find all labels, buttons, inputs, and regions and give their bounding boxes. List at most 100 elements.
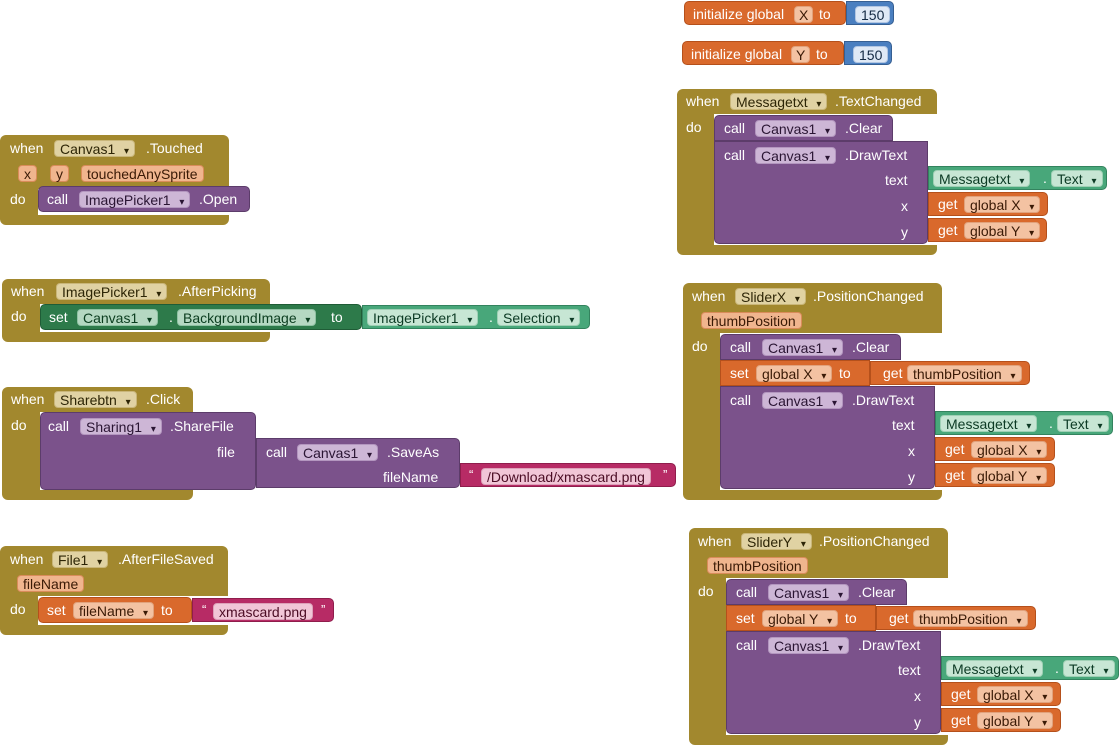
property-dropdown[interactable]: Text bbox=[1051, 170, 1103, 187]
set-global-x-block[interactable]: set global X to bbox=[720, 360, 870, 386]
get-global-y-block[interactable]: get global Y bbox=[928, 218, 1047, 242]
event-param-touched-any-sprite[interactable]: touchedAnySprite bbox=[81, 165, 204, 182]
number-field[interactable]: 150 bbox=[853, 46, 889, 63]
text-block[interactable]: “ /Download/xmascard.png ” bbox=[460, 463, 676, 487]
number-block[interactable]: 150 bbox=[844, 41, 892, 65]
component-dropdown[interactable]: ImagePicker1 bbox=[79, 191, 191, 208]
init-global-x-block[interactable]: initialize global X to bbox=[684, 1, 846, 25]
get-global-y-block[interactable]: get global Y bbox=[941, 708, 1061, 732]
event-slidery-positionchanged[interactable]: when SliderY .PositionChanged thumbPosit… bbox=[689, 528, 948, 578]
set-label: set bbox=[736, 610, 755, 626]
do-label: do bbox=[11, 308, 27, 324]
variable-dropdown[interactable]: thumbPosition bbox=[907, 365, 1022, 382]
variable-dropdown[interactable]: global Y bbox=[762, 610, 839, 627]
imagepicker-selection-getter[interactable]: ImagePicker1 . Selection bbox=[362, 305, 590, 329]
component-dropdown[interactable]: Canvas1 bbox=[768, 637, 850, 654]
event-footer bbox=[0, 215, 229, 225]
variable-dropdown[interactable]: global X bbox=[977, 686, 1054, 703]
get-global-x-block[interactable]: get global X bbox=[941, 682, 1061, 706]
property-dropdown[interactable]: Selection bbox=[497, 309, 581, 326]
call-canvas-clear-block[interactable]: call Canvas1 .Clear bbox=[720, 334, 901, 360]
component-dropdown[interactable]: Canvas1 bbox=[755, 147, 837, 164]
component-dropdown[interactable]: Canvas1 bbox=[768, 584, 850, 601]
when-label: when bbox=[11, 391, 45, 407]
property-dropdown[interactable]: Text bbox=[1057, 415, 1109, 432]
event-do-rail bbox=[0, 189, 38, 215]
call-sharing-sharefile-block[interactable]: call Sharing1 .ShareFile file bbox=[40, 412, 256, 490]
event-param-thumbposition[interactable]: thumbPosition bbox=[701, 312, 802, 329]
call-imagepicker-open-block[interactable]: call ImagePicker1 .Open bbox=[38, 186, 250, 212]
when-label: when bbox=[686, 93, 720, 109]
number-block[interactable]: 150 bbox=[846, 1, 894, 25]
component-dropdown[interactable]: Canvas1 bbox=[77, 309, 159, 326]
get-global-x-block[interactable]: get global X bbox=[928, 192, 1048, 216]
component-dropdown[interactable]: Canvas1 bbox=[762, 339, 844, 356]
number-field[interactable]: 150 bbox=[855, 6, 891, 23]
component-dropdown[interactable]: SliderY bbox=[741, 533, 812, 550]
set-canvas-backgroundimage-block[interactable]: set Canvas1 . BackgroundImage to bbox=[40, 304, 362, 330]
do-label: do bbox=[10, 191, 26, 207]
call-label: call bbox=[736, 637, 758, 653]
component-dropdown[interactable]: ImagePicker1 bbox=[367, 309, 479, 326]
component-dropdown[interactable]: Canvas1 bbox=[54, 140, 136, 157]
text-field[interactable]: xmascard.png bbox=[213, 603, 313, 620]
get-global-y-block[interactable]: get global Y bbox=[935, 463, 1055, 487]
get-thumbposition-block[interactable]: get thumbPosition bbox=[876, 606, 1036, 630]
component-dropdown[interactable]: Messagetxt bbox=[946, 660, 1044, 677]
variable-dropdown[interactable]: global X bbox=[971, 441, 1048, 458]
property-dropdown[interactable]: BackgroundImage bbox=[177, 309, 317, 326]
text-field[interactable]: /Download/xmascard.png bbox=[481, 468, 651, 485]
call-canvas-clear-block[interactable]: call Canvas1 .Clear bbox=[714, 115, 893, 141]
component-dropdown[interactable]: Sharing1 bbox=[80, 418, 162, 435]
variable-dropdown[interactable]: global Y bbox=[971, 467, 1048, 484]
variable-dropdown[interactable]: fileName bbox=[73, 602, 155, 619]
global-var-name-field[interactable]: X bbox=[794, 6, 814, 23]
messagetxt-text-getter[interactable]: Messagetxt . Text bbox=[928, 166, 1107, 190]
property-dropdown[interactable]: Text bbox=[1063, 660, 1115, 677]
event-param-x[interactable]: x bbox=[18, 165, 37, 182]
component-dropdown[interactable]: Messagetxt bbox=[730, 93, 828, 110]
event-param-thumbposition[interactable]: thumbPosition bbox=[707, 557, 808, 574]
event-messagetxt-textchanged[interactable]: when Messagetxt .TextChanged bbox=[677, 89, 937, 114]
component-dropdown[interactable]: Messagetxt bbox=[940, 415, 1038, 432]
component-dropdown[interactable]: File1 bbox=[52, 551, 109, 568]
component-dropdown[interactable]: SliderX bbox=[735, 288, 806, 305]
get-thumbposition-block[interactable]: get thumbPosition bbox=[870, 361, 1030, 385]
component-dropdown[interactable]: Sharebtn bbox=[54, 391, 137, 408]
dot-separator: . bbox=[1043, 170, 1047, 186]
variable-dropdown[interactable]: global Y bbox=[964, 222, 1041, 239]
variable-dropdown[interactable]: global Y bbox=[977, 712, 1054, 729]
component-dropdown[interactable]: Canvas1 bbox=[297, 444, 379, 461]
get-global-x-block[interactable]: get global X bbox=[935, 437, 1055, 461]
event-imagepicker-afterpicking[interactable]: when ImagePicker1 .AfterPicking bbox=[2, 279, 270, 304]
call-canvas-drawtext-block[interactable]: call Canvas1 .DrawText text x y bbox=[720, 386, 935, 489]
component-dropdown[interactable]: Messagetxt bbox=[933, 170, 1031, 187]
variable-dropdown[interactable]: thumbPosition bbox=[913, 610, 1028, 627]
event-sliderx-positionchanged[interactable]: when SliderX .PositionChanged thumbPosit… bbox=[683, 283, 942, 333]
variable-dropdown[interactable]: global X bbox=[756, 365, 833, 382]
event-canvas-touched[interactable]: when Canvas1 .Touched x y touchedAnySpri… bbox=[0, 135, 229, 189]
text-block[interactable]: “ xmascard.png ” bbox=[192, 598, 334, 622]
variable-dropdown[interactable]: global X bbox=[964, 196, 1041, 213]
set-label: set bbox=[49, 309, 68, 325]
call-canvas-saveas-block[interactable]: call Canvas1 .SaveAs fileName bbox=[256, 438, 460, 488]
global-var-name-field[interactable]: Y bbox=[791, 46, 811, 63]
event-sharebtn-click[interactable]: when Sharebtn .Click bbox=[2, 387, 193, 412]
event-file-afterfilesaved[interactable]: when File1 .AfterFileSaved fileName bbox=[0, 546, 228, 596]
call-canvas-clear-block[interactable]: call Canvas1 .Clear bbox=[726, 579, 907, 605]
event-param-filename[interactable]: fileName bbox=[17, 575, 85, 592]
init-global-y-block[interactable]: initialize global Y to bbox=[682, 41, 844, 65]
component-dropdown[interactable]: Canvas1 bbox=[762, 392, 844, 409]
call-canvas-drawtext-block[interactable]: call Canvas1 .DrawText text x y bbox=[726, 631, 941, 734]
event-footer bbox=[689, 735, 948, 745]
set-filename-block[interactable]: set fileName to bbox=[38, 597, 192, 623]
text-param-label: text bbox=[892, 417, 915, 433]
to-label: to bbox=[816, 46, 828, 62]
messagetxt-text-getter[interactable]: Messagetxt . Text bbox=[941, 656, 1119, 680]
messagetxt-text-getter[interactable]: Messagetxt . Text bbox=[935, 411, 1113, 435]
call-canvas-drawtext-block[interactable]: call Canvas1 .DrawText text x y bbox=[714, 141, 928, 244]
component-dropdown[interactable]: ImagePicker1 bbox=[56, 283, 168, 300]
component-dropdown[interactable]: Canvas1 bbox=[755, 120, 837, 137]
set-global-y-block[interactable]: set global Y to bbox=[726, 605, 876, 631]
event-param-y[interactable]: y bbox=[50, 165, 69, 182]
